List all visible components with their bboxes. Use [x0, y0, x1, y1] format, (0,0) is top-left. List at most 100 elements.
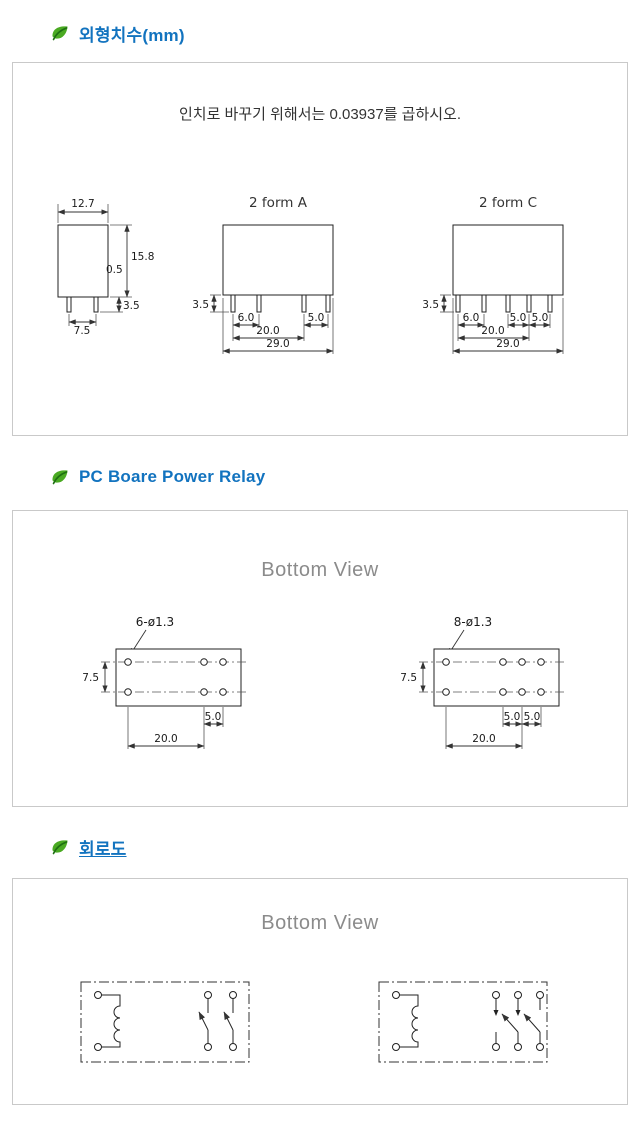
circuit-panel: Bottom View	[12, 878, 628, 1105]
dim-body-width: 12.7	[71, 198, 94, 210]
terminal-pin	[547, 294, 553, 313]
contact-terminal	[514, 991, 522, 999]
form-c-drawing: 2 form C 3.5	[422, 195, 564, 354]
contact-blade	[501, 1013, 519, 1033]
mount-hole	[442, 658, 450, 666]
mount-hole	[219, 658, 227, 666]
dim-contact-pitch-2: 5.0	[532, 312, 549, 324]
section-circuit: 회로도 Bottom View	[0, 834, 640, 1105]
dim-span: 20.0	[256, 325, 279, 337]
relay-outline	[80, 981, 250, 1063]
contact-terminal	[536, 991, 544, 999]
holes-callout: 6-ø1.3	[136, 615, 174, 629]
contact-terminal	[229, 1043, 237, 1051]
circuit-drawings	[80, 981, 548, 1063]
dimension-drawings: 12.7 15.8 0.5 3.5 7.5 2 form A	[57, 195, 564, 354]
mount-hole	[124, 658, 132, 666]
contact-terminal	[514, 1043, 522, 1051]
dim-span: 20.0	[472, 733, 495, 745]
mount-hole	[499, 688, 507, 696]
contact-blade	[223, 1011, 234, 1031]
dim-terminal-thickness: 0.5	[106, 264, 123, 276]
dim-col-pitch-2: 5.0	[524, 711, 541, 723]
terminal-pin	[66, 296, 72, 313]
terminal-pin	[526, 294, 532, 313]
dim-body-width: 29.0	[496, 338, 519, 350]
contact-terminal	[204, 991, 212, 999]
contact-blade	[523, 1013, 541, 1033]
footprint-outline	[115, 648, 242, 707]
mount-hole	[537, 688, 545, 696]
form-c-title: 2 form C	[479, 195, 537, 211]
bottom-view-drawings: 6-ø1.3 7.5 5.0	[82, 615, 566, 749]
coil-symbol	[101, 994, 121, 1048]
leaf-icon	[50, 23, 70, 43]
terminal-pin	[93, 296, 99, 313]
dim-terminal-length: 3.5	[123, 300, 140, 312]
terminal-pin	[256, 294, 262, 313]
leaf-icon	[50, 837, 70, 857]
contact-terminal	[229, 991, 237, 999]
dim-contact-pitch: 5.0	[308, 312, 325, 324]
dim-body-height: 15.8	[131, 251, 154, 263]
dim-coil-pitch: 6.0	[238, 312, 255, 324]
section-pcb-relay: PC Boare Power Relay Bottom View 6-ø1.3 …	[0, 464, 640, 807]
mount-hole	[537, 658, 545, 666]
leaf-icon	[50, 467, 70, 487]
contact-terminal	[492, 991, 500, 999]
dim-col-pitch-1: 5.0	[504, 711, 521, 723]
fixed-contact-tip	[515, 1010, 521, 1016]
footprint-outline	[433, 648, 560, 707]
mount-hole	[518, 658, 526, 666]
section-dimensions: 외형치수(mm) 인치로 바꾸기 위해서는 0.03937를 곱하시오. 12.…	[0, 20, 640, 436]
terminal-pin	[505, 294, 511, 313]
mount-hole	[499, 658, 507, 666]
mount-hole	[200, 658, 208, 666]
contact-terminal	[204, 1043, 212, 1051]
holes-callout: 8-ø1.3	[454, 615, 492, 629]
form-a-drawing: 2 form A 3.5 6.0	[192, 195, 334, 354]
section-pcb-heading: PC Boare Power Relay	[50, 464, 640, 490]
mount-hole	[442, 688, 450, 696]
section-title: 회로도	[79, 839, 127, 859]
pcb-panel: Bottom View 6-ø1.3 7.5	[12, 510, 628, 807]
bottom-view-label: Bottom View	[261, 912, 379, 934]
coil-terminal	[94, 991, 102, 999]
page-title: 외형치수(mm)	[79, 25, 185, 45]
terminal-pin	[230, 294, 236, 313]
dim-coil-pitch: 6.0	[463, 312, 480, 324]
inch-conversion-note: 인치로 바꾸기 위해서는 0.03937를 곱하시오.	[178, 106, 462, 123]
relay-body-side	[57, 224, 109, 298]
side-view-drawing: 12.7 15.8 0.5 3.5 7.5	[57, 198, 154, 337]
dimensions-panel: 인치로 바꾸기 위해서는 0.03937를 곱하시오. 12.7 15.8 0.…	[12, 62, 628, 436]
mount-hole	[124, 688, 132, 696]
coil-terminal	[392, 991, 400, 999]
fixed-contact-tip	[493, 1010, 499, 1016]
circuit-form-a	[80, 981, 250, 1063]
dim-terminal-length: 3.5	[422, 299, 439, 311]
contact-terminal	[492, 1043, 500, 1051]
dim-row-pitch: 7.5	[82, 672, 99, 684]
dim-span: 20.0	[154, 733, 177, 745]
section-title: PC Boare Power Relay	[79, 467, 266, 486]
mount-hole	[219, 688, 227, 696]
terminal-pin	[325, 294, 331, 313]
relay-body-form-a	[222, 224, 334, 296]
dim-contact-pitch-1: 5.0	[510, 312, 527, 324]
terminal-pin	[481, 294, 487, 313]
section-dimensions-heading: 외형치수(mm)	[50, 20, 640, 46]
contact-blade	[198, 1011, 209, 1031]
contact-terminal	[536, 1043, 544, 1051]
dim-span: 20.0	[481, 325, 504, 337]
dim-terminal-length: 3.5	[192, 299, 209, 311]
form-a-title: 2 form A	[249, 195, 308, 211]
dim-terminal-pitch: 7.5	[74, 325, 91, 337]
mount-hole	[200, 688, 208, 696]
dim-col-pitch: 5.0	[205, 711, 222, 723]
relay-body-form-c	[452, 224, 564, 296]
coil-terminal	[392, 1043, 400, 1051]
dim-body-width: 29.0	[266, 338, 289, 350]
coil-symbol	[399, 994, 419, 1048]
mount-hole	[518, 688, 526, 696]
circuit-form-c	[378, 981, 548, 1063]
